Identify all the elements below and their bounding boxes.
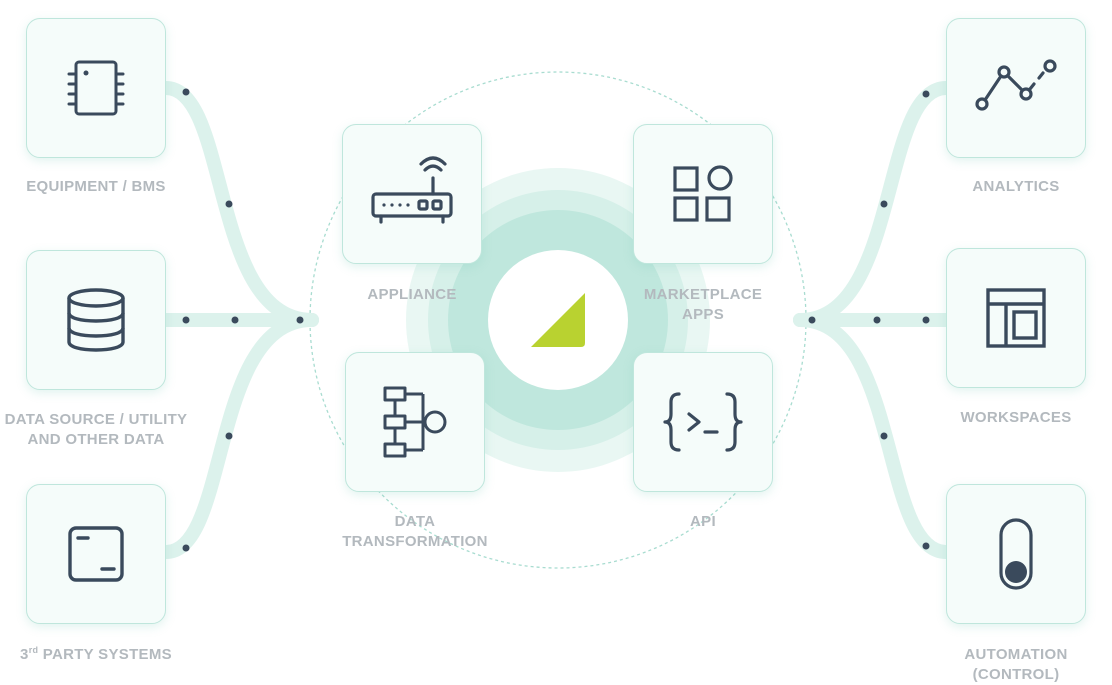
label-appliance: APPLIANCE — [367, 286, 457, 303]
card-transformation[interactable] — [345, 352, 485, 492]
card-analytics[interactable] — [946, 18, 1086, 158]
dot — [182, 544, 190, 552]
label-marketplace: MARKETPLACE APPS — [603, 285, 803, 325]
card-equipment[interactable] — [26, 18, 166, 158]
label-thirdparty-sup: rd — [28, 645, 39, 655]
connector-dots — [182, 88, 930, 552]
label-thirdparty-suffix: PARTY SYSTEMS — [38, 646, 172, 663]
label-analytics: ANALYTICS — [972, 178, 1060, 195]
dot — [873, 316, 881, 324]
dot — [922, 316, 930, 324]
label-datasource-line1: DATA SOURCE / UTILITY — [4, 411, 188, 428]
label-api: API — [690, 513, 716, 530]
apps-grid-icon — [673, 165, 733, 222]
flowchart-icon — [383, 386, 447, 458]
dot — [880, 200, 888, 208]
hub-circle — [488, 250, 628, 390]
label-automation-line1: AUTOMATION — [964, 646, 1068, 663]
chip-icon — [67, 60, 125, 116]
card-api[interactable] — [633, 352, 773, 492]
label-automation-line2: (CONTROL) — [972, 666, 1060, 683]
dot — [922, 90, 930, 98]
router-icon — [371, 156, 453, 224]
label-marketplace-line1: MARKETPLACE — [643, 286, 763, 303]
card-thirdparty[interactable] — [26, 484, 166, 624]
connector-automation — [793, 313, 953, 559]
layout-icon — [986, 288, 1046, 348]
label-thirdparty-prefix: 3 — [20, 646, 29, 663]
label-automation: AUTOMATION (CONTROL) — [916, 645, 1112, 685]
dot — [225, 200, 233, 208]
card-datasource[interactable] — [26, 250, 166, 390]
label-datasource-line2: AND OTHER DATA — [27, 431, 165, 448]
card-marketplace[interactable] — [633, 124, 773, 264]
dot — [880, 432, 888, 440]
dot — [225, 432, 233, 440]
connector-equipment — [159, 81, 319, 327]
dot — [922, 542, 930, 550]
card-appliance[interactable] — [342, 124, 482, 264]
label-equipment: EQUIPMENT / BMS — [26, 178, 166, 195]
label-transformation-line1: DATA — [394, 513, 436, 530]
left-connectors — [159, 81, 319, 559]
label-marketplace-line2: APPS — [681, 306, 725, 323]
label-transformation: DATA TRANSFORMATION — [315, 512, 515, 552]
label-workspaces: WORKSPACES — [960, 409, 1072, 426]
dot — [182, 88, 190, 96]
dot — [296, 316, 304, 324]
logo-triangle-icon — [531, 293, 585, 347]
connector-thirdparty — [159, 313, 319, 559]
toggle-switch-icon[interactable] — [991, 514, 1041, 594]
connector-analytics — [793, 81, 953, 327]
card-automation[interactable] — [946, 484, 1086, 624]
card-workspaces[interactable] — [946, 248, 1086, 388]
label-thirdparty: 3rd PARTY SYSTEMS — [0, 645, 192, 665]
label-datasource: DATA SOURCE / UTILITY AND OTHER DATA — [0, 410, 192, 450]
label-transformation-line2: TRANSFORMATION — [342, 533, 488, 550]
database-icon — [67, 288, 125, 352]
dot — [808, 316, 816, 324]
dot — [231, 316, 239, 324]
dot — [182, 316, 190, 324]
line-graph-icon — [975, 59, 1057, 111]
code-braces-icon — [663, 392, 743, 452]
window-icon — [68, 526, 124, 582]
